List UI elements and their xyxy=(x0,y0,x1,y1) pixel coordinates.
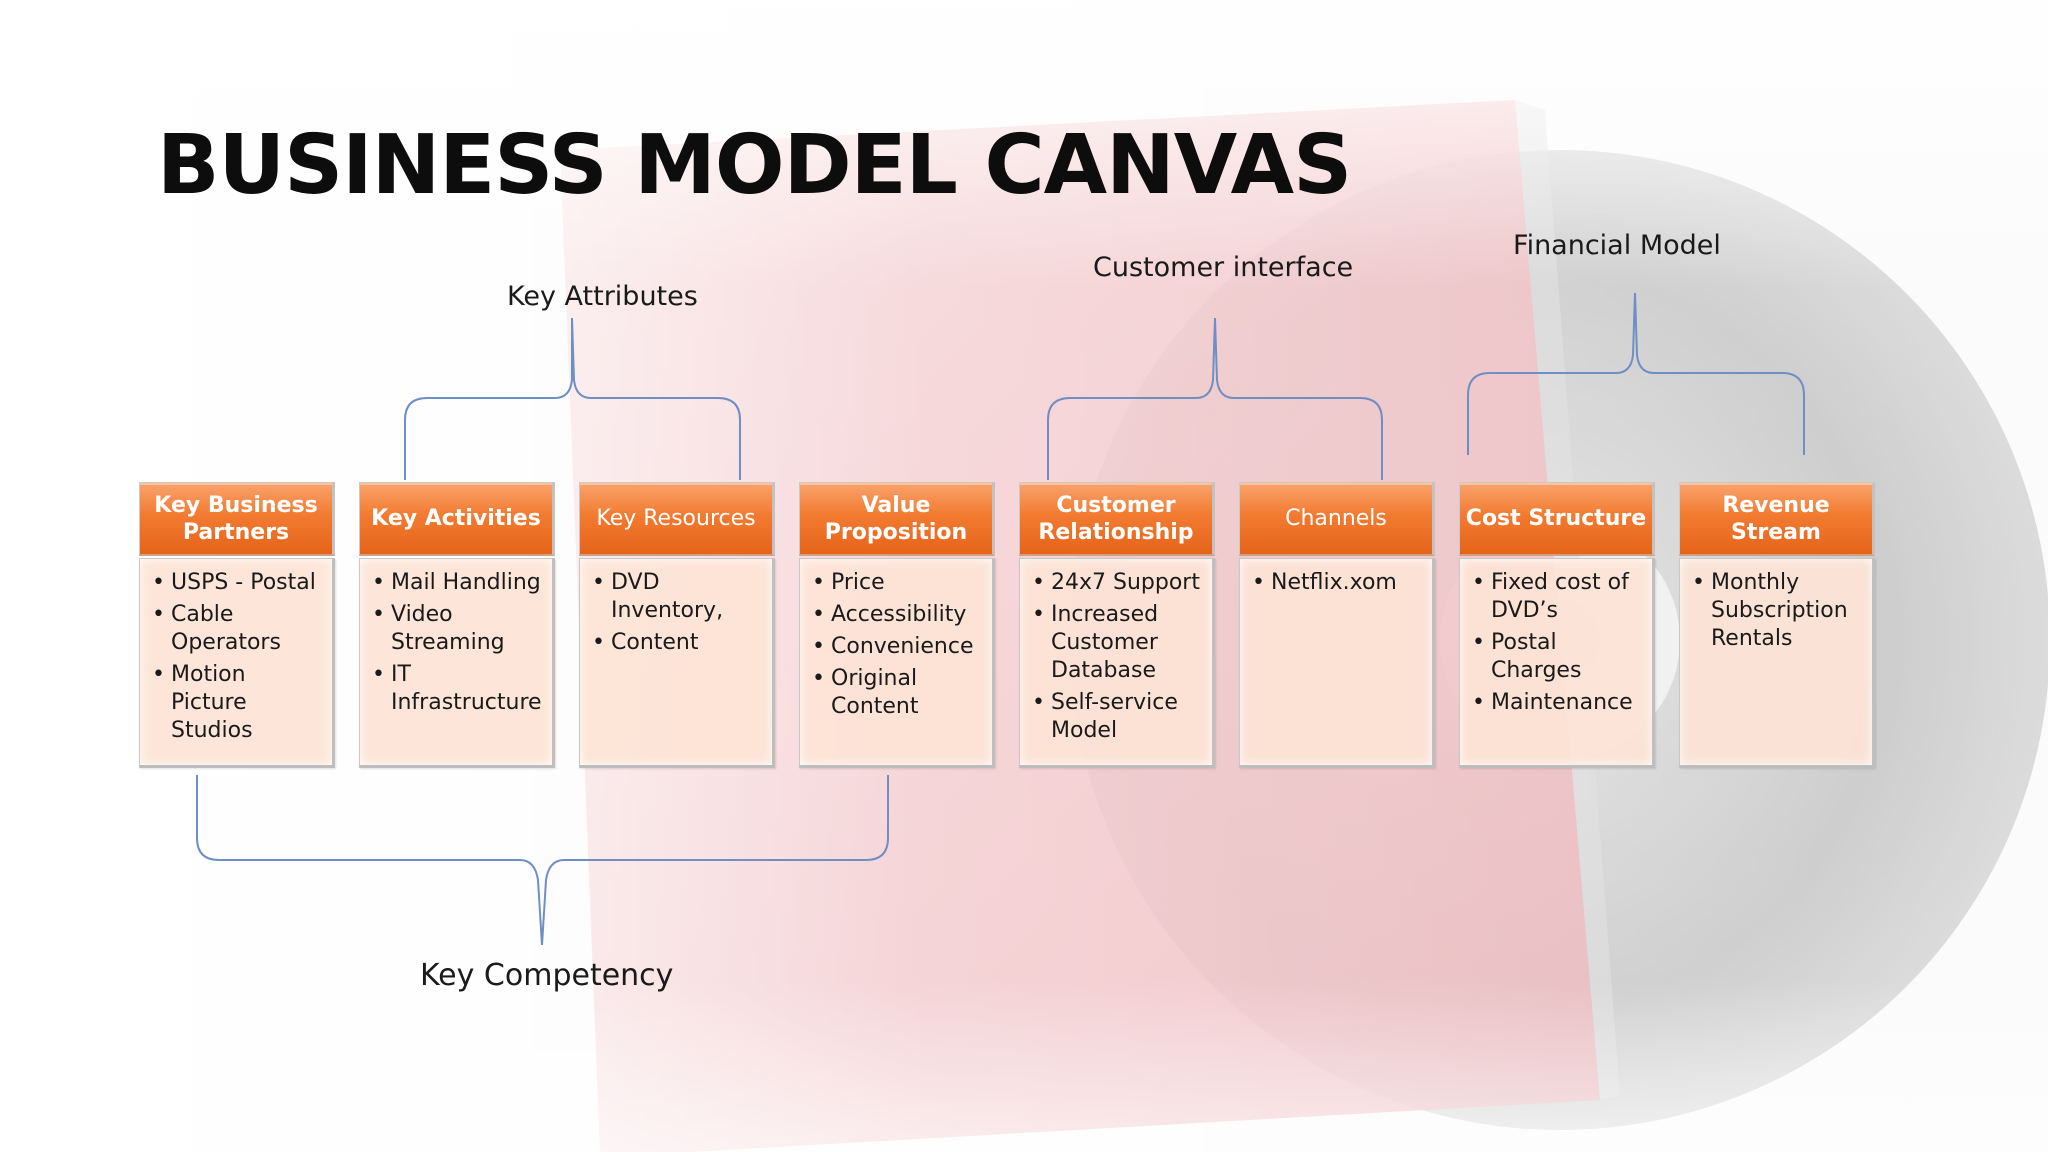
slide-title: BUSINESS MODEL CANVAS xyxy=(157,118,1352,213)
key-attributes-label: Key Attributes xyxy=(507,281,698,312)
list-item: Convenience xyxy=(812,633,986,661)
list-item: Video Streaming xyxy=(372,601,546,657)
list-item: Postal Charges xyxy=(1472,629,1646,685)
list-item: Motion Picture Studios xyxy=(152,661,326,745)
block-key-activities: Key Activities Mail Handling Video Strea… xyxy=(359,482,555,768)
list-item: Cable Operators xyxy=(152,601,326,657)
list-item: Content xyxy=(592,629,766,657)
block-revenue-stream: Revenue Stream Monthly Subscription Rent… xyxy=(1679,482,1875,768)
list-item: Increased Customer Database xyxy=(1032,601,1206,685)
list-item: Fixed cost of DVD’s xyxy=(1472,569,1646,625)
customer-interface-label: Customer interface xyxy=(1093,252,1354,283)
block-header: Customer Relationship xyxy=(1019,482,1215,556)
block-key-resources: Key Resources DVD Inventory, Content xyxy=(579,482,775,768)
block-key-business-partners: Key Business Partners USPS - Postal Cabl… xyxy=(139,482,335,768)
block-customer-relationship: Customer Relationship 24x7 Support Incre… xyxy=(1019,482,1215,768)
block-header: Channels xyxy=(1239,482,1435,556)
block-value-proposition: Value Proposition Price Accessibility Co… xyxy=(799,482,995,768)
block-header: Key Business Partners xyxy=(139,482,335,556)
block-body: Monthly Subscription Rentals xyxy=(1679,558,1875,768)
block-body: Price Accessibility Convenience Original… xyxy=(799,558,995,768)
list-item: DVD Inventory, xyxy=(592,569,766,625)
block-header: Cost Structure xyxy=(1459,482,1655,556)
block-header: Key Activities xyxy=(359,482,555,556)
list-item: Accessibility xyxy=(812,601,986,629)
financial-model-label: Financial Model xyxy=(1513,230,1721,261)
key-competency-label: Key Competency xyxy=(420,958,674,993)
block-header: Key Resources xyxy=(579,482,775,556)
block-cost-structure: Cost Structure Fixed cost of DVD’s Posta… xyxy=(1459,482,1655,768)
list-item: USPS - Postal xyxy=(152,569,326,597)
block-body: Netflix.xom xyxy=(1239,558,1435,768)
list-item: Mail Handling xyxy=(372,569,546,597)
list-item: Netflix.xom xyxy=(1252,569,1426,597)
block-body: DVD Inventory, Content xyxy=(579,558,775,768)
list-item: Original Content xyxy=(812,665,986,721)
block-header: Revenue Stream xyxy=(1679,482,1875,556)
list-item: Self-service Model xyxy=(1032,689,1206,745)
block-body: 24x7 Support Increased Customer Database… xyxy=(1019,558,1215,768)
list-item: Monthly Subscription Rentals xyxy=(1692,569,1866,653)
list-item: Price xyxy=(812,569,986,597)
block-channels: Channels Netflix.xom xyxy=(1239,482,1435,768)
block-body: Mail Handling Video Streaming IT Infrast… xyxy=(359,558,555,768)
list-item: 24x7 Support xyxy=(1032,569,1206,597)
block-body: USPS - Postal Cable Operators Motion Pic… xyxy=(139,558,335,768)
list-item: Maintenance xyxy=(1472,689,1646,717)
block-header: Value Proposition xyxy=(799,482,995,556)
block-body: Fixed cost of DVD’s Postal Charges Maint… xyxy=(1459,558,1655,768)
list-item: IT Infrastructure xyxy=(372,661,546,717)
